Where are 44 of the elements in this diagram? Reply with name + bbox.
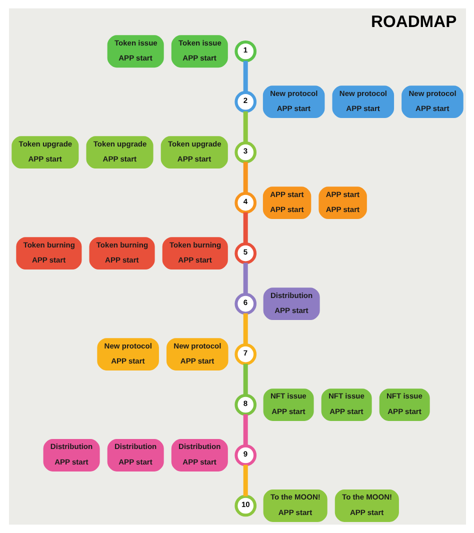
node-box: Token burning APP start <box>162 237 228 270</box>
node-box: NFT issue APP start <box>378 388 430 421</box>
node-circle: 2 <box>234 90 256 113</box>
node-box: New protocol APP start <box>262 86 324 118</box>
node-box: Token issue APP start <box>170 35 228 68</box>
node-box: Token burning APP start <box>88 237 154 270</box>
node-circle: 1 <box>234 40 256 62</box>
connector <box>242 60 248 92</box>
node-box: New protocol APP start <box>166 338 228 370</box>
connector <box>242 212 248 244</box>
node-box: Token issue APP start <box>106 35 164 68</box>
node-box: Distribution APP start <box>106 439 164 472</box>
node-box: Token upgrade APP start <box>11 136 78 169</box>
node-circle: 10 <box>234 494 256 517</box>
node-circle: 6 <box>234 292 256 315</box>
node-box: New protocol APP start <box>96 338 158 370</box>
node-box: To the MOON! APP start <box>334 490 398 522</box>
node-box: To the MOON! APP start <box>262 490 327 522</box>
node-box: Token upgrade APP start <box>86 136 153 169</box>
node-box: Token upgrade APP start <box>160 136 228 169</box>
node-box: Distribution APP start <box>42 439 100 472</box>
node-circle: 8 <box>234 394 256 416</box>
connector <box>242 111 248 143</box>
node-box: Token burning APP start <box>16 237 82 270</box>
node-box: NFT issue APP start <box>320 388 372 421</box>
node-box: New protocol APP start <box>401 86 463 118</box>
node-box: APP start APP start <box>318 186 366 220</box>
node-box: New protocol APP start <box>332 86 394 118</box>
node-circle: 4 <box>234 192 256 214</box>
node-circle: 9 <box>234 444 256 466</box>
node-box: APP start APP start <box>262 186 311 220</box>
connector <box>242 162 248 194</box>
diagram-title: ROADMAP <box>370 12 456 31</box>
connector <box>242 414 248 446</box>
node-circle: 7 <box>234 343 256 366</box>
connector <box>242 262 248 294</box>
node-box: Distribution APP start <box>170 439 228 472</box>
node-circle: 3 <box>234 141 256 164</box>
connector <box>242 464 248 496</box>
node-circle: 5 <box>234 242 256 264</box>
connector <box>242 364 248 396</box>
node-box: Distribution APP start <box>262 288 320 320</box>
connector <box>242 313 248 345</box>
node-box: NFT issue APP start <box>262 388 314 421</box>
